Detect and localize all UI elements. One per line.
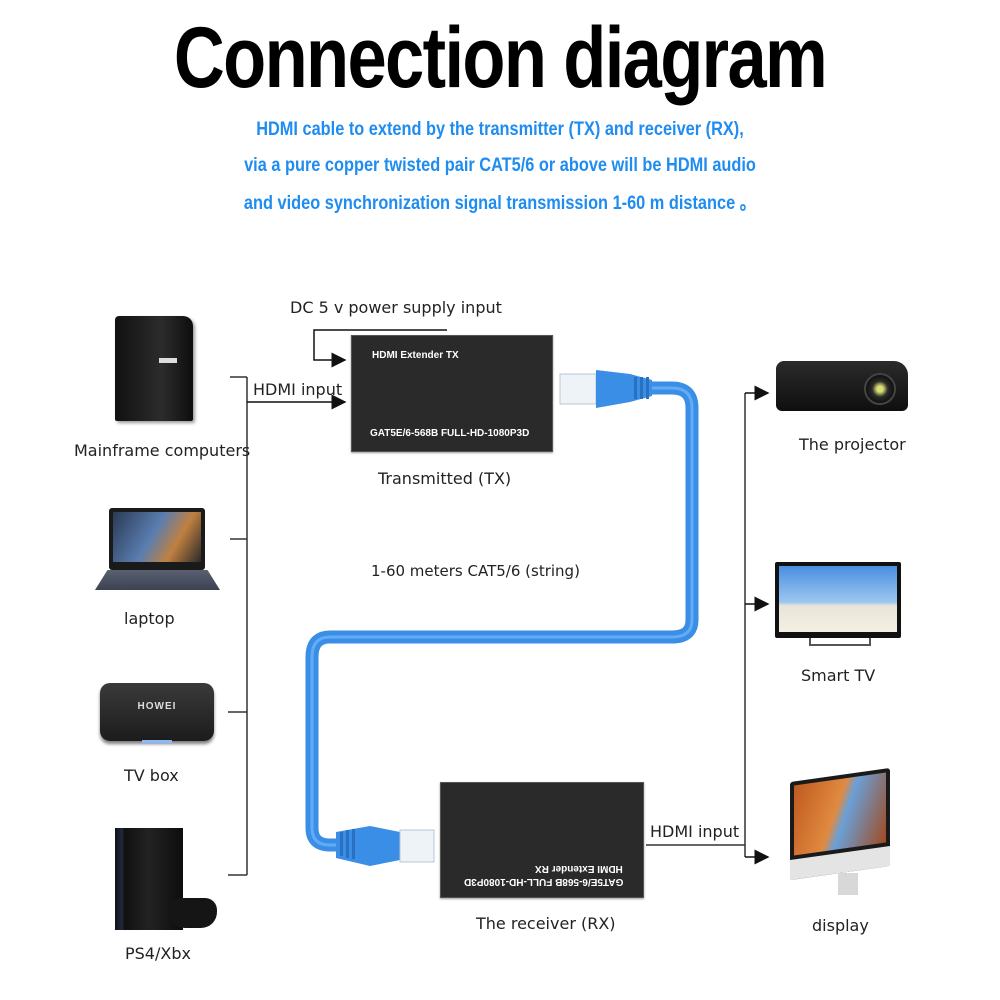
source-label-mainframe: Mainframe computers [74, 441, 251, 460]
projector-icon [776, 361, 908, 411]
output-label-display: display [812, 916, 869, 935]
rj45-plug-top-icon [559, 370, 652, 408]
power-supply-label: DC 5 v power supply input [290, 298, 502, 317]
tx-caption: Transmitted (TX) [378, 469, 512, 488]
source-label-laptop: laptop [124, 609, 175, 628]
source-laptop [95, 508, 220, 593]
tx-hdmi-input-label: HDMI input [253, 380, 343, 399]
subtitle-line-3: and video synchronization signal transmi… [243, 193, 757, 214]
tx-spec-line: GAT5E/6-568B FULL-HD-1080P3D [370, 428, 530, 439]
source-label-game-console: PS4/Xbx [125, 944, 191, 963]
output-label-projector: The projector [799, 435, 906, 454]
output-projector [776, 355, 911, 417]
cable-label: 1-60 meters CAT5/6 (string) [371, 562, 580, 580]
power-input-arrow [313, 329, 447, 368]
subtitle-line-1: HDMI cable to extend by the transmitter … [256, 119, 744, 140]
tv-box-icon: HOWEI [100, 683, 214, 743]
rx-caption: The receiver (RX) [476, 914, 616, 933]
rj45-plug-bottom-icon [336, 826, 435, 866]
output-label-smart-tv: Smart TV [801, 666, 876, 685]
source-label-tv-box: TV box [124, 766, 179, 785]
rx-spec-line: GAT5E/6-568B FULL-HD-1080P3D [463, 876, 623, 887]
output-bracket [646, 393, 746, 857]
output-smart-tv [775, 562, 903, 647]
transmitter-device: HDMI Extender TX GAT5E/6-568B FULL-HD-10… [351, 335, 553, 452]
tv-box-brand: HOWEI [137, 701, 177, 712]
tx-brand-line: HDMI Extender TX [372, 350, 459, 361]
rx-hdmi-label: HDMI input [650, 822, 740, 841]
subtitle-line-2: via a pure copper twisted pair CAT5/6 or… [244, 155, 756, 176]
source-game-console [115, 828, 225, 933]
source-mainframe [105, 316, 200, 426]
cat-cable [305, 381, 699, 852]
output-display [788, 767, 893, 900]
rx-brand-line: HDMI Extender RX [535, 863, 623, 874]
source-tv-box: HOWEI [100, 683, 215, 745]
receiver-device: GAT5E/6-568B FULL-HD-1080P3D HDMI Extend… [440, 782, 644, 898]
desktop-tower-icon [115, 316, 193, 421]
source-bracket [228, 376, 248, 876]
page-title: Connection diagram [173, 10, 828, 106]
